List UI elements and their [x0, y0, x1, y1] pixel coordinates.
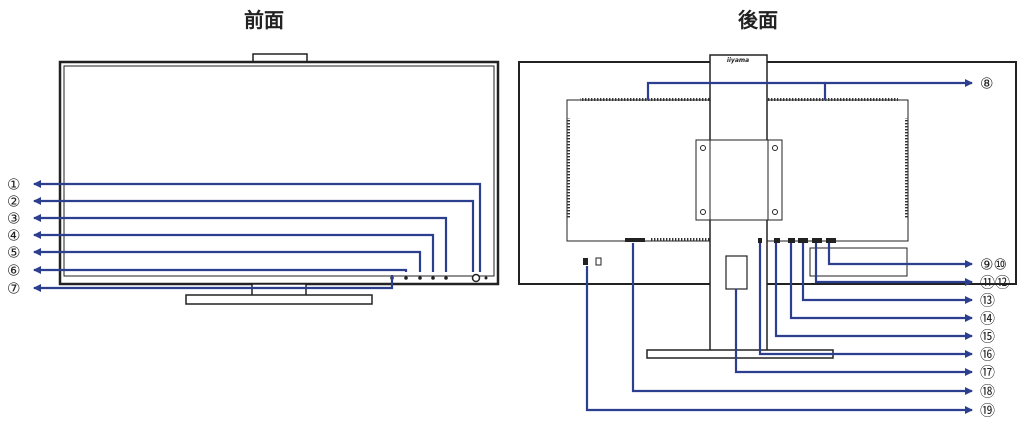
security-slot: [595, 257, 602, 266]
button-dot: [418, 276, 422, 280]
rear-leader-2: [827, 243, 973, 268]
front-callout-label: ⑥: [7, 262, 20, 280]
button-dot: [431, 276, 435, 280]
rear-leader-8-bracket: [646, 81, 827, 100]
rear-view-title: 後面: [738, 8, 778, 32]
power-led: [484, 276, 488, 280]
front-callout-label: ⑦: [7, 280, 20, 298]
vesa-screw: [700, 209, 706, 215]
front-leader-3: [33, 214, 448, 272]
rear-leader-4: [801, 243, 973, 304]
rear-callout-label: ⑮: [980, 328, 995, 346]
rear-leader-9: [631, 243, 973, 395]
rear-callout-label: ⑲: [980, 402, 995, 420]
rear-leader-7: [758, 243, 973, 358]
port: [798, 238, 808, 243]
port: [826, 238, 836, 243]
port: [788, 238, 795, 243]
brand-logo: iiyama: [727, 57, 749, 64]
front-callout-label: ④: [7, 227, 20, 245]
rear-callout-label: ⑭: [980, 310, 995, 328]
front-leader-lines: [33, 180, 482, 292]
port: [812, 238, 822, 243]
rear-leader-10: [585, 266, 973, 414]
rear-callout-label: ⑰: [980, 364, 995, 382]
rear-callout-label: ⑯: [980, 346, 995, 364]
front-screen: [63, 65, 495, 277]
front-callout-label: ①: [7, 176, 20, 194]
rear-leader-5: [789, 243, 973, 322]
front-callout-label: ③: [7, 210, 20, 228]
rear-callout-label: ⑧: [980, 75, 993, 93]
front-callout-label: ②: [7, 193, 20, 211]
connector-panel: [809, 247, 908, 277]
front-leader-1: [33, 180, 482, 272]
rear-speaker: [625, 238, 645, 242]
rear-leader-8: [734, 289, 973, 376]
front-leader-5: [33, 248, 422, 272]
cable-hole: [725, 255, 748, 290]
rear-callout-label: ⑪⑫: [980, 274, 1010, 292]
vesa-right-rail: [767, 139, 783, 221]
button-dot: [404, 276, 408, 280]
rear-callout-label: ⑱: [980, 383, 995, 401]
rear-callout-label: ⑨⑩: [980, 256, 1007, 274]
vesa-screw: [772, 145, 778, 151]
rear-callout-label: ⑬: [980, 292, 995, 310]
vesa-screw: [772, 209, 778, 215]
rear-vent-top-right: [768, 98, 898, 101]
rear-vent-left: [567, 118, 570, 218]
vesa-left-rail: [695, 139, 711, 221]
rear-leader-lines: [585, 79, 973, 414]
rear-monitor: iiyama: [518, 54, 1017, 359]
front-stand-neck: [251, 283, 307, 297]
power-button: [471, 273, 481, 283]
button-dot: [444, 276, 448, 280]
security-lock-icon: [583, 258, 588, 265]
front-view-title: 前面: [244, 8, 284, 32]
rear-leader-3: [814, 243, 973, 286]
front-monitor: [58, 53, 500, 305]
front-leader-6: [33, 266, 408, 274]
port: [758, 238, 762, 243]
front-leader-2: [33, 197, 475, 272]
front-leader-4: [33, 231, 435, 272]
vesa-screw: [700, 145, 706, 151]
front-callout-label: ⑤: [7, 244, 20, 262]
rear-vent-top-left: [580, 98, 710, 101]
front-leader-7: [33, 275, 394, 292]
rear-leader-6: [774, 243, 973, 340]
port: [774, 238, 780, 243]
rear-vent-right: [905, 118, 908, 218]
front-stand-base: [185, 294, 373, 305]
rear-vent-bottom: [650, 238, 710, 241]
